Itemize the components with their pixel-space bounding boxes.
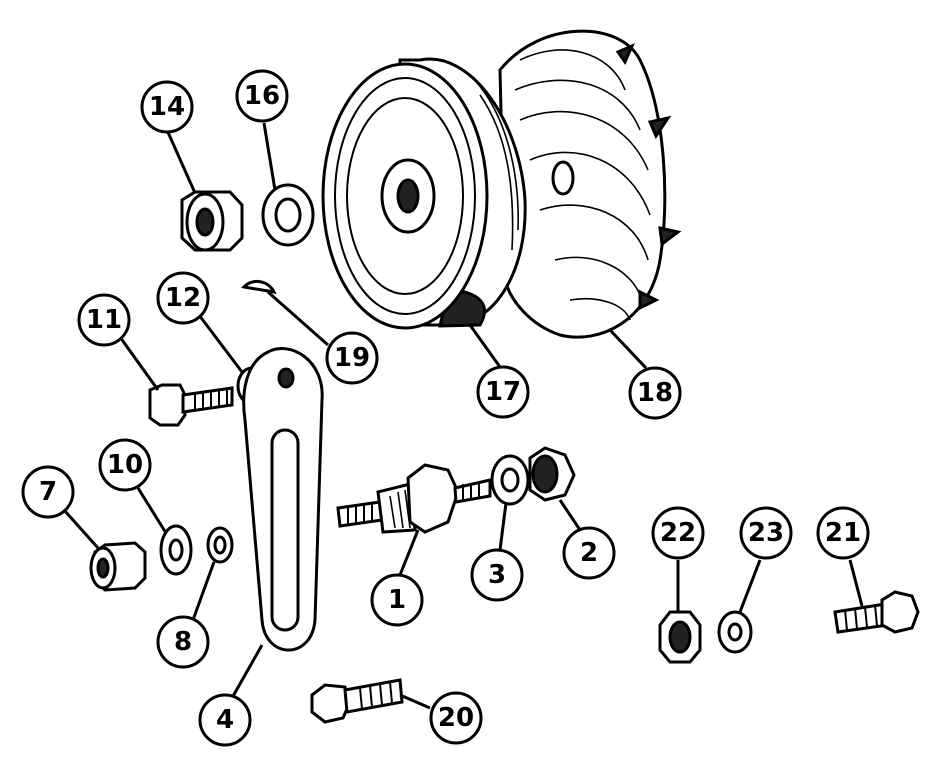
callout-label-8: 8 xyxy=(174,627,192,657)
bolt-part-11 xyxy=(148,383,234,427)
callout-label-21: 21 xyxy=(825,518,861,548)
bolt-part-20 xyxy=(310,678,404,724)
callout-17: 17 xyxy=(476,365,530,419)
callout-12: 12 xyxy=(156,271,210,325)
key-part-19 xyxy=(241,279,277,294)
nut-part-14 xyxy=(180,190,244,252)
callout-22: 22 xyxy=(651,506,705,560)
callout-label-16: 16 xyxy=(244,81,280,111)
callout-21: 21 xyxy=(816,506,870,560)
callout-23: 23 xyxy=(739,506,793,560)
callout-label-20: 20 xyxy=(438,703,474,733)
fan-plate-part-18 xyxy=(498,29,682,339)
adjusting-link-part-4 xyxy=(242,347,324,652)
callout-2: 2 xyxy=(562,526,616,580)
callouts: 14 16 11 12 19 17 18 7 xyxy=(21,69,870,747)
spring-washer-part-8 xyxy=(206,526,234,564)
callout-1: 1 xyxy=(370,573,424,627)
leader-lines xyxy=(62,122,864,710)
callout-19: 19 xyxy=(325,331,379,385)
pulley-part-17 xyxy=(321,57,527,330)
callout-label-7: 7 xyxy=(39,477,57,507)
callout-16: 16 xyxy=(235,69,289,123)
nut-part-22 xyxy=(658,610,702,664)
callout-18: 18 xyxy=(628,366,682,420)
callout-label-23: 23 xyxy=(748,518,784,548)
callout-label-22: 22 xyxy=(660,518,696,548)
callout-label-4: 4 xyxy=(216,705,234,735)
callout-label-14: 14 xyxy=(149,92,185,122)
callout-label-12: 12 xyxy=(165,283,201,313)
stud-part-1 xyxy=(336,463,492,534)
washer-part-3 xyxy=(490,454,530,506)
washer-part-16 xyxy=(261,183,315,247)
callout-label-2: 2 xyxy=(580,538,598,568)
callout-label-19: 19 xyxy=(334,343,370,373)
callout-label-18: 18 xyxy=(637,378,673,408)
callout-11: 11 xyxy=(77,293,131,347)
bolt-part-21 xyxy=(833,590,920,634)
callout-4: 4 xyxy=(198,693,252,747)
nut-part-7 xyxy=(89,541,147,592)
callout-label-1: 1 xyxy=(388,585,406,615)
callout-8: 8 xyxy=(156,615,210,669)
callout-3: 3 xyxy=(470,548,524,602)
nut-part-2 xyxy=(528,446,576,502)
washer-part-23 xyxy=(717,610,753,654)
callout-label-17: 17 xyxy=(485,377,521,407)
callout-label-11: 11 xyxy=(86,305,122,335)
washer-part-10 xyxy=(159,524,193,576)
callout-20: 20 xyxy=(429,691,483,745)
callout-10: 10 xyxy=(98,438,152,492)
callout-label-10: 10 xyxy=(107,450,143,480)
callout-label-3: 3 xyxy=(488,560,506,590)
callout-7: 7 xyxy=(21,465,75,519)
callout-14: 14 xyxy=(140,80,194,134)
